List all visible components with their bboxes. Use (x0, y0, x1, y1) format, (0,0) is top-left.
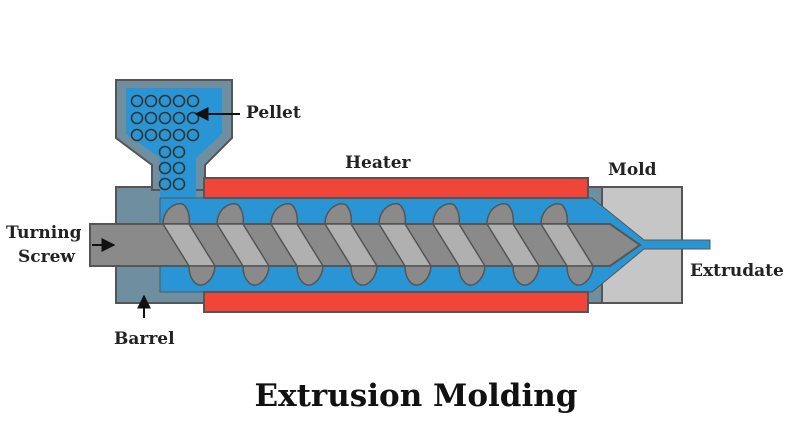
pellet (158, 177, 172, 191)
pellet (186, 128, 200, 142)
pellet (130, 111, 144, 125)
pellet (144, 111, 158, 125)
screw-flight-bottom (512, 265, 540, 286)
pellets (130, 94, 200, 191)
screw-flight-bottom (566, 265, 594, 286)
pellet (172, 161, 186, 175)
screw-flight-bottom (188, 265, 216, 286)
pellet (158, 161, 172, 175)
screw-flight-top (540, 203, 569, 225)
pellet (158, 145, 172, 159)
screw-label: Screw (18, 247, 75, 267)
screw-flight-top (378, 203, 407, 225)
page-title: Extrusion Molding (255, 378, 578, 414)
heater-top (203, 177, 589, 199)
heater-bottom (203, 291, 589, 313)
pellet (158, 94, 172, 108)
pellet (186, 94, 200, 108)
screw-flight-bottom (242, 265, 270, 286)
screw-flight-bottom (404, 265, 432, 286)
pellet (158, 111, 172, 125)
pellet (144, 94, 158, 108)
pellet (172, 94, 186, 108)
pellet (158, 128, 172, 142)
barrel-label: Barrel (114, 329, 175, 349)
pellet-label: Pellet (246, 103, 301, 123)
pellet (172, 145, 186, 159)
pellet (130, 94, 144, 108)
screw-flight-bottom (458, 265, 486, 286)
pellet (130, 128, 144, 142)
screw-flight-bottom (350, 265, 378, 286)
pellet (172, 128, 186, 142)
screw-flights-front (161, 223, 595, 286)
screw-flight-top (432, 203, 461, 225)
heater-label: Heater (345, 153, 412, 173)
pellet (172, 177, 186, 191)
screw-flight-top (270, 203, 299, 225)
screw-flight-top (162, 203, 191, 225)
turning-label: Turning (6, 223, 82, 243)
screw-flight-top (216, 203, 245, 225)
mold-label: Mold (608, 160, 657, 180)
extrudate-label: Extrudate (690, 261, 784, 281)
screw-flight-top (324, 203, 353, 225)
pellet (172, 111, 186, 125)
screw-flights (162, 203, 569, 225)
pellet (144, 128, 158, 142)
screw-flight-top (486, 203, 515, 225)
screw-flight-bottom (296, 265, 324, 286)
